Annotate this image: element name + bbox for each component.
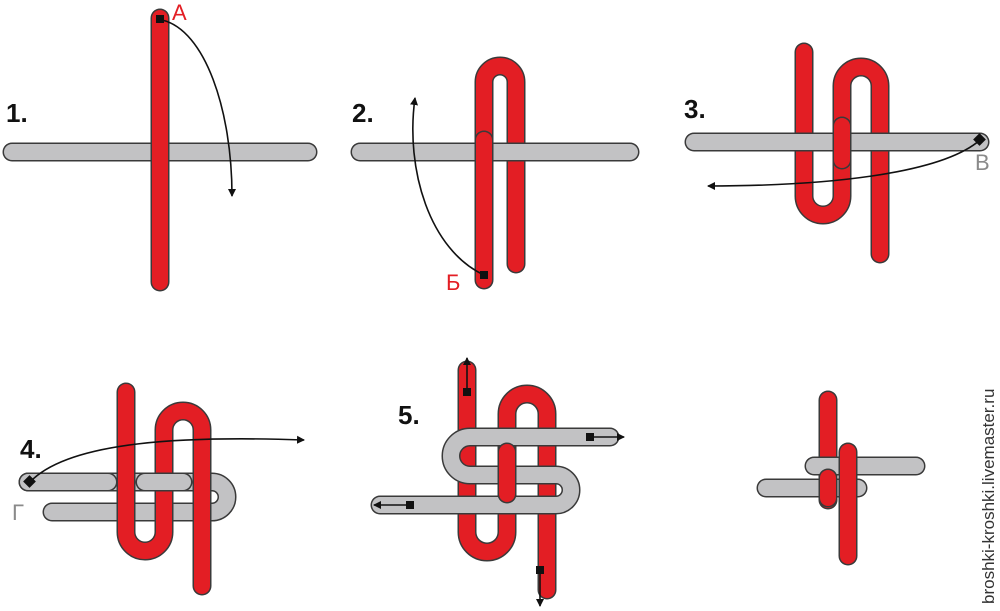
finished-knot xyxy=(756,390,926,566)
step-4-arrow xyxy=(29,435,305,483)
step-5-marker-down xyxy=(536,566,544,574)
step-4-panel: 4. Г xyxy=(12,382,305,596)
step-5-gray-cord xyxy=(372,429,618,513)
step-1-panel: 1. А xyxy=(2,0,318,292)
step-2-arrow xyxy=(410,97,485,276)
step-5-marker-right xyxy=(586,433,594,441)
step-5-marker-up xyxy=(463,388,471,396)
step-4-gray-cord xyxy=(20,474,235,520)
step-4-point-marker xyxy=(23,475,36,488)
point-a-label: А xyxy=(172,0,187,25)
step-2-panel: 2. Б xyxy=(350,56,640,295)
step-5-number: 5. xyxy=(398,400,420,430)
point-g-label: Г xyxy=(12,500,24,525)
step-5-marker-left xyxy=(406,501,414,509)
step-2-point-marker xyxy=(480,271,488,279)
step-5-panel: 5. xyxy=(370,357,625,607)
point-v-label: В xyxy=(975,150,990,175)
step-1-arrow xyxy=(161,19,236,197)
step-2-number: 2. xyxy=(352,98,374,128)
step-3-arrow xyxy=(707,139,981,190)
point-b-label: Б xyxy=(446,270,460,295)
credit-text: broshki-kroshki.livemaster.ru xyxy=(979,389,998,604)
step-1-number: 1. xyxy=(6,98,28,128)
step-2-red-loop xyxy=(476,58,524,272)
step-4-number: 4. xyxy=(20,434,42,464)
step-1-point-marker xyxy=(156,15,164,23)
step-3-panel: 3. В xyxy=(684,42,990,264)
step-3-number: 3. xyxy=(684,94,706,124)
